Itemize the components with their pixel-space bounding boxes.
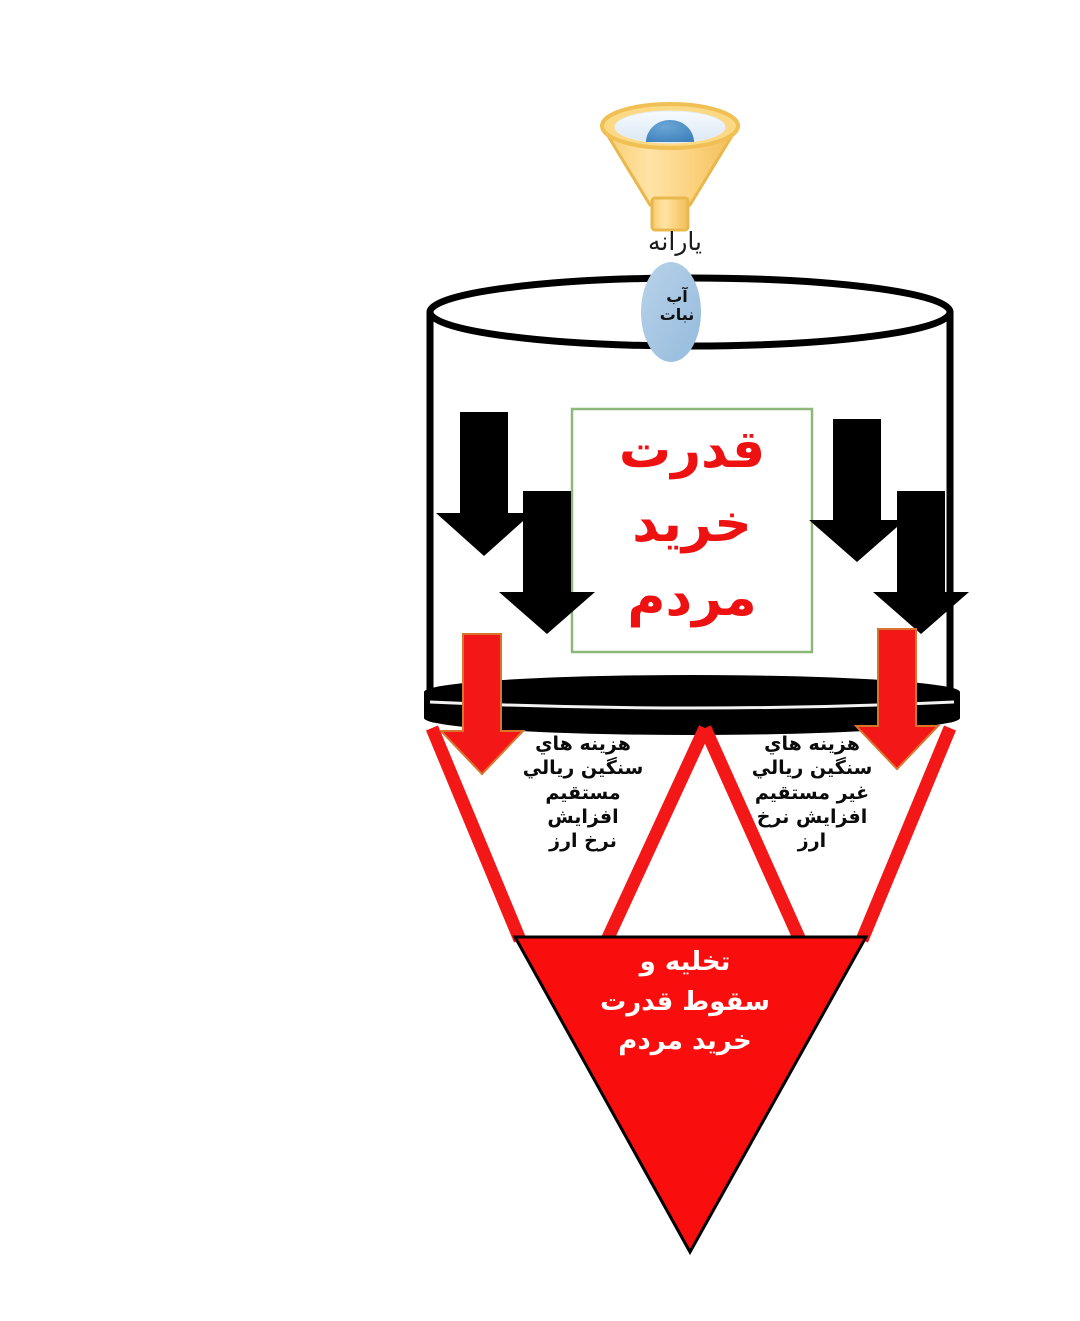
- black-arrow-outer-right: [873, 491, 969, 634]
- funnel-liquid-drop: [646, 120, 694, 142]
- black-arrow-outer-left: [436, 412, 532, 556]
- funnel-stem: [650, 196, 690, 232]
- black-arrow-inner-right: [809, 419, 905, 562]
- red-arrow-left: [438, 633, 526, 776]
- collapse-triangle: [512, 935, 869, 1256]
- tank-bottom-disc-bottom: [424, 701, 960, 735]
- red-funnel-outline: [425, 725, 957, 943]
- black-arrow-inner-left: [499, 491, 595, 634]
- red-arrow-right: [853, 628, 941, 771]
- purchasing-power-box: [570, 407, 814, 654]
- candy-bubble: [641, 262, 701, 362]
- funnel-icon: [599, 102, 741, 232]
